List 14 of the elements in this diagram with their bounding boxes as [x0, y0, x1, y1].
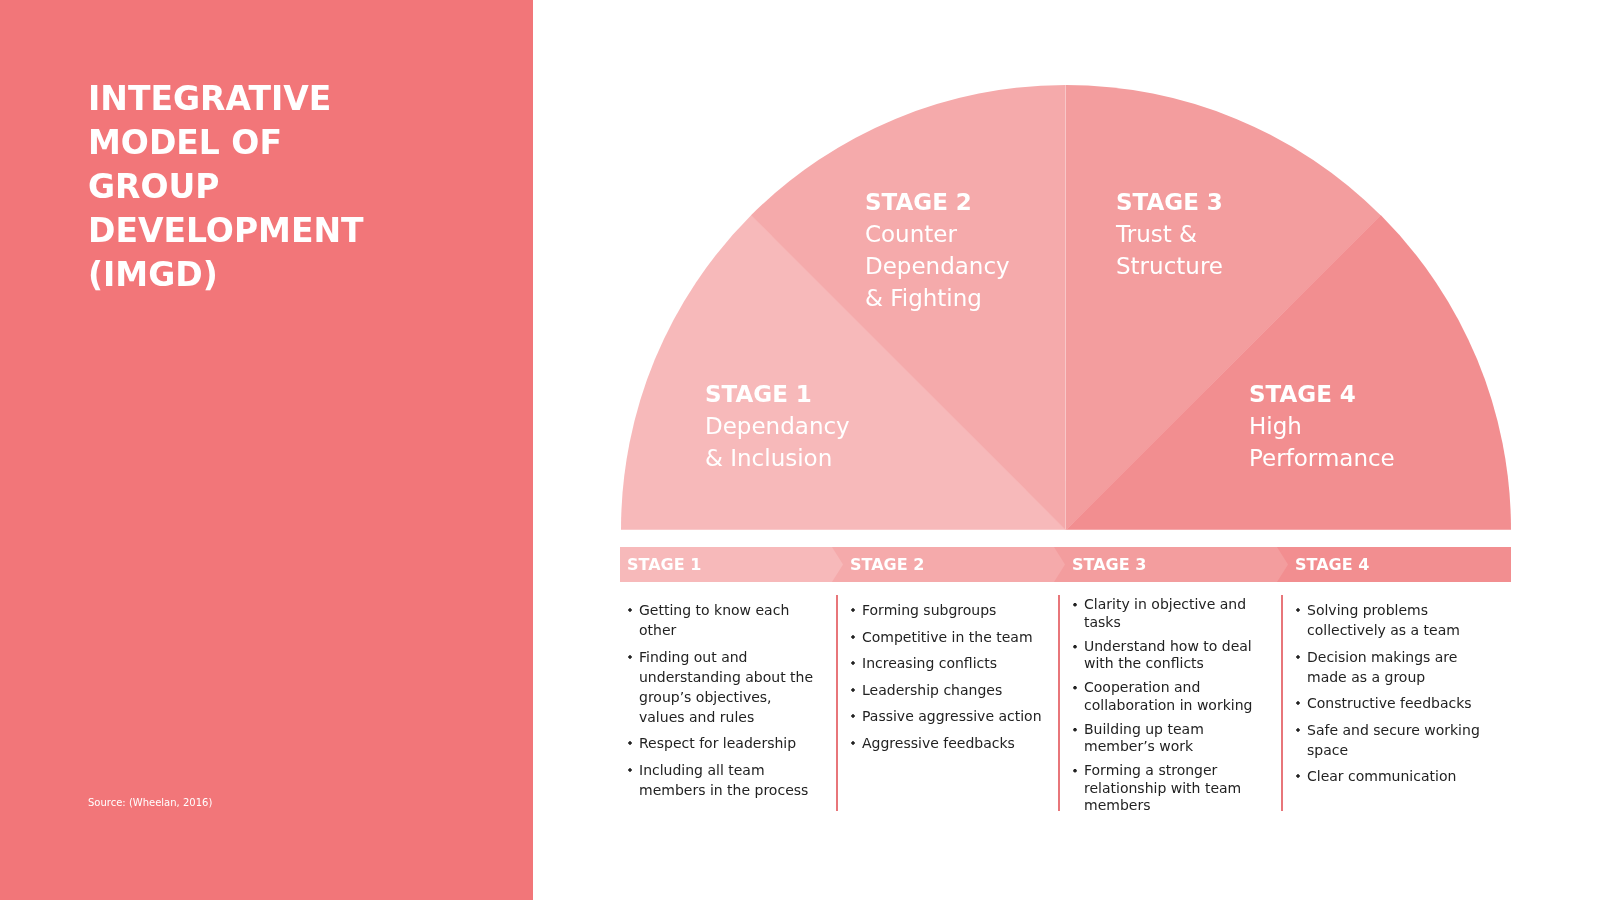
stage-heading: STAGE 4 — [1295, 554, 1370, 576]
stage-heading: STAGE 2 — [850, 554, 925, 576]
title: INTEGRATIVE MODEL OF GROUP DEVELOPMENT (IMGD) — [88, 79, 364, 294]
stage-number: STAGE 3 — [1116, 188, 1224, 217]
stage-number: STAGE 1 — [705, 380, 813, 409]
stage-heading: STAGE 3 — [1072, 554, 1147, 576]
stage-name: Dependancy & Inclusion — [705, 412, 851, 473]
stage-name: Counter Dependancy & Fighting — [865, 220, 1011, 313]
stage-number: STAGE 2 — [865, 188, 973, 217]
stage-heading: STAGE 1 — [627, 554, 702, 576]
source-note: Source: (Wheelan, 2016) — [88, 796, 213, 809]
stage-name: Trust & Structure — [1116, 220, 1224, 281]
stage-number: STAGE 4 — [1249, 380, 1357, 409]
stage-name: High Performance — [1249, 412, 1396, 473]
